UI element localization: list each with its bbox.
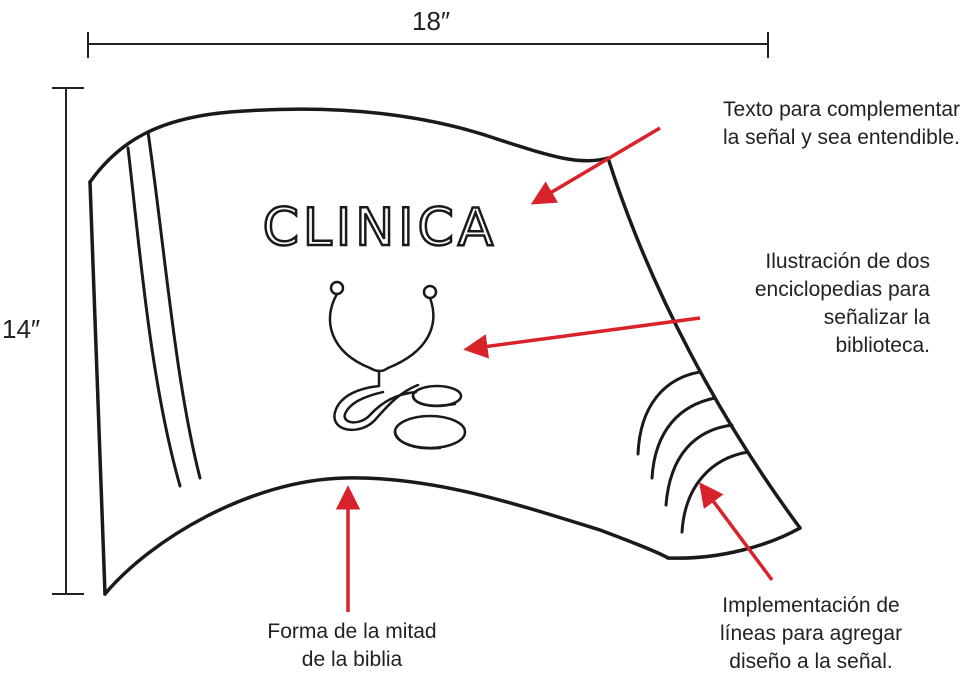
lines-annotation-line: diseño a la señal. <box>686 648 936 676</box>
left-decorative-lines <box>128 132 200 486</box>
illustration-annotation-line: Ilustración de dos <box>690 248 930 276</box>
lines-annotation: Implementación de líneas para agregar di… <box>686 592 936 676</box>
arrow-to-text <box>535 128 660 202</box>
right-decorative-lines <box>638 372 748 532</box>
stethoscope-icon <box>330 282 465 448</box>
text-annotation: Texto para complementar la señal y sea e… <box>660 96 960 152</box>
width-label: 18″ <box>412 6 450 37</box>
illustration-annotation-line: señalizar la <box>690 304 930 332</box>
sign-title: CLINICA <box>263 198 498 258</box>
shape-annotation-line: Forma de la mitad <box>232 618 472 646</box>
height-dimension-line <box>52 88 84 594</box>
shape-annotation-line: de la biblia <box>232 646 472 674</box>
height-label: 14″ <box>2 314 40 345</box>
illustration-annotation: Ilustración de dos enciclopedias para se… <box>690 248 930 360</box>
illustration-annotation-line: biblioteca. <box>690 332 930 360</box>
text-annotation-line: Texto para complementar <box>660 96 960 124</box>
shape-annotation: Forma de la mitad de la biblia <box>232 618 472 674</box>
lines-annotation-line: Implementación de <box>686 592 936 620</box>
arrow-to-illustration <box>468 318 700 349</box>
arrow-to-lines <box>702 486 772 580</box>
lines-annotation-line: líneas para agregar <box>686 620 936 648</box>
illustration-annotation-line: enciclopedias para <box>690 276 930 304</box>
text-annotation-line: la señal y sea entendible. <box>660 124 960 152</box>
